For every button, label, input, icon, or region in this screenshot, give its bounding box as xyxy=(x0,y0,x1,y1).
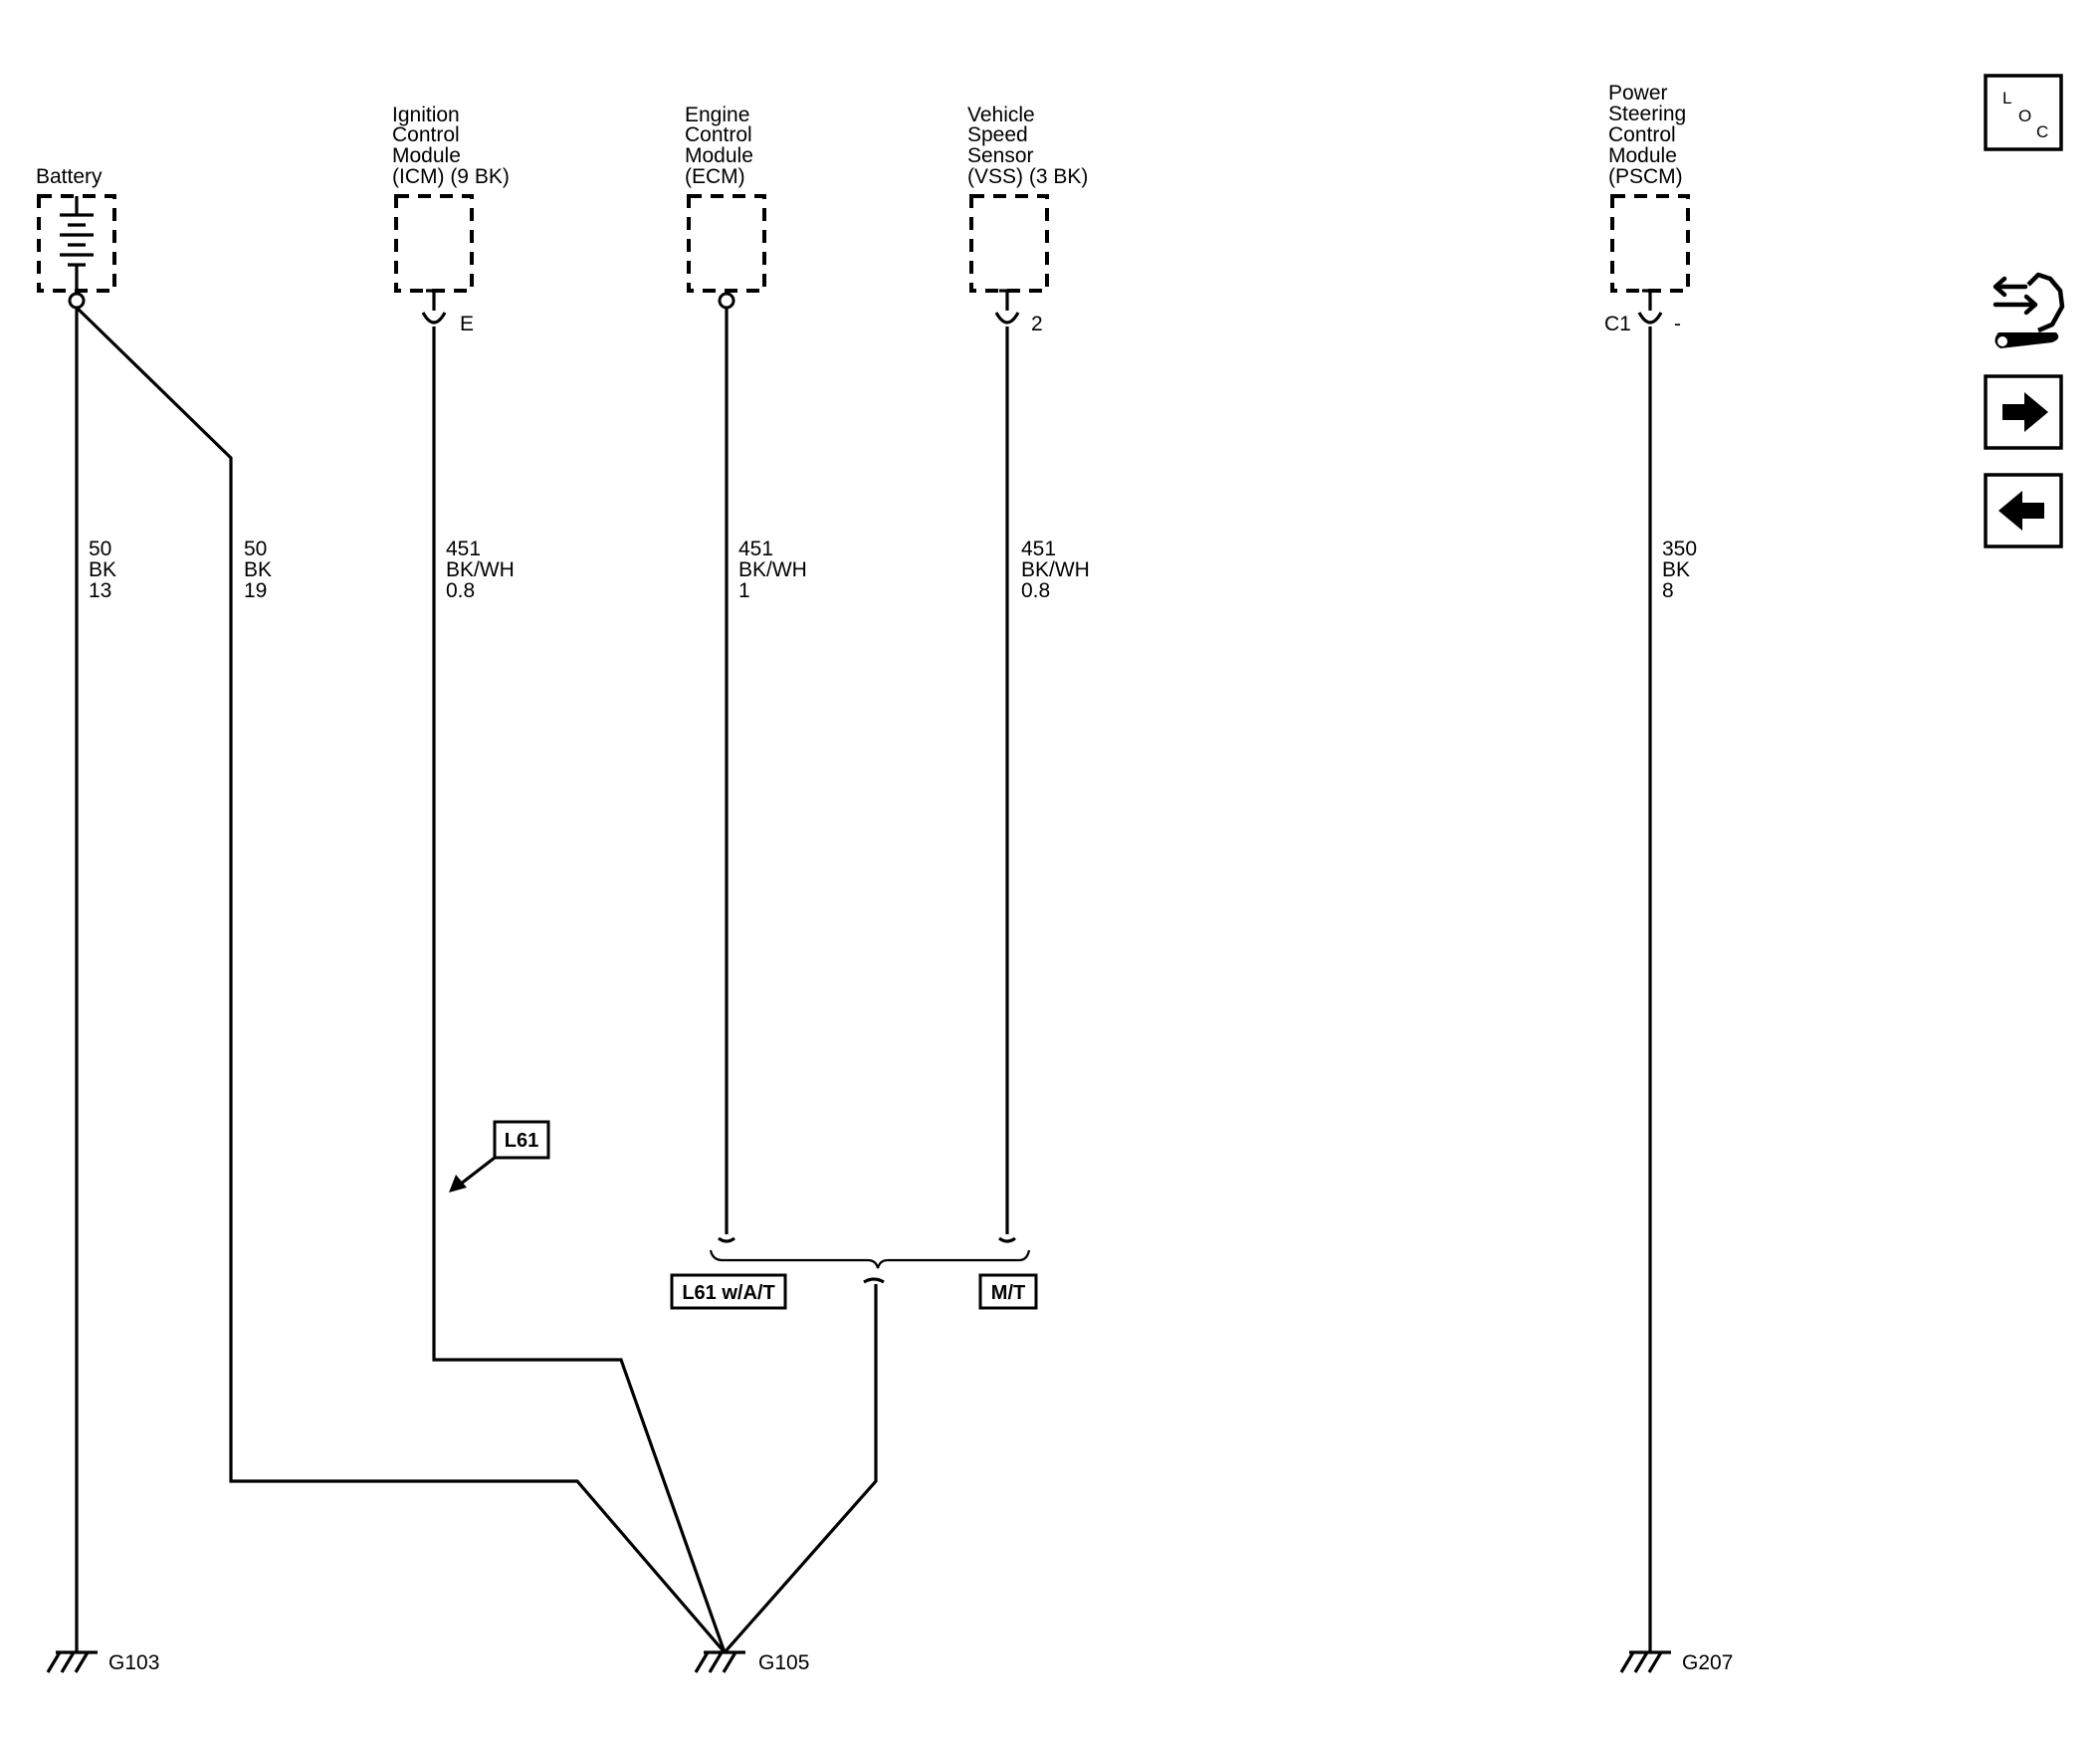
ground-icon xyxy=(694,1650,745,1673)
battery-terminal xyxy=(68,292,86,310)
ground-icon xyxy=(1619,1650,1671,1673)
wire-icm-size: 0.8 xyxy=(446,579,475,602)
ground-g105: G105 xyxy=(694,1650,809,1674)
ground-icon xyxy=(46,1650,98,1673)
battery-symbol-icon xyxy=(60,196,94,291)
wire-labels: 50 BK 13 50 BK 19 451 BK/WH 0.8 451 BK/W… xyxy=(89,538,1697,602)
loc-button[interactable]: L O C xyxy=(1984,74,2063,151)
vss-pin-label: 2 xyxy=(1031,313,1043,335)
ecm-label-line1: Engine xyxy=(685,104,749,126)
arrow-left-icon xyxy=(1998,491,2044,531)
wire-battery-g105 xyxy=(75,306,727,1654)
wire-pscm-circuit: 350 xyxy=(1662,538,1697,560)
pscm-connector-icon xyxy=(1637,289,1663,325)
wire-ecm-circuit: 451 xyxy=(738,538,773,560)
wires xyxy=(75,306,1652,1654)
wire-battery-b-circuit: 50 xyxy=(244,538,267,560)
wire-battery-b-color: BK xyxy=(244,558,272,581)
loc-letter-c: C xyxy=(2036,122,2048,141)
pscm-component: Power Steering Control Module (PSCM) C1 … xyxy=(1604,82,1690,335)
component-service-icon[interactable] xyxy=(1993,272,2065,348)
ecm-label-line2: Control xyxy=(685,123,752,146)
ground-g103-label: G103 xyxy=(108,1651,159,1674)
ground-g207: G207 xyxy=(1619,1650,1733,1674)
wire-vss-color: BK/WH xyxy=(1021,558,1090,581)
icm-label-line1: Ignition xyxy=(392,104,460,126)
wire-common-g105 xyxy=(723,1284,878,1654)
option-brace-icon xyxy=(709,1236,1031,1284)
ground-g207-label: G207 xyxy=(1682,1651,1733,1674)
wire-pscm-size: 8 xyxy=(1662,579,1674,602)
vss-component: Vehicle Speed Sensor (VSS) (3 BK) 2 xyxy=(967,104,1088,335)
ecm-label-line3: Module xyxy=(685,144,753,167)
wire-pscm-color: BK xyxy=(1662,558,1690,581)
wire-icm-g105 xyxy=(432,326,727,1653)
wire-battery-b-size: 19 xyxy=(244,579,267,602)
option-l61-at-box: L61 w/A/T xyxy=(670,1273,787,1310)
wire-vss-circuit: 451 xyxy=(1021,538,1056,560)
option-l61-callout: L61 xyxy=(449,1120,550,1193)
wire-vss-size: 0.8 xyxy=(1021,579,1050,602)
loc-letter-l: L xyxy=(2002,89,2011,108)
pscm-label-line5: (PSCM) xyxy=(1608,165,1683,188)
wire-ecm-size: 1 xyxy=(738,579,750,602)
icm-label-line3: Module xyxy=(392,144,461,167)
pscm-pin-label: - xyxy=(1674,313,1681,335)
next-page-button[interactable] xyxy=(1984,374,2063,450)
vss-label-line3: Sensor xyxy=(967,144,1034,167)
pscm-label-line2: Steering xyxy=(1608,103,1686,125)
wire-icm-color: BK/WH xyxy=(446,558,515,581)
wire-battery-a-color: BK xyxy=(89,558,116,581)
ground-g103: G103 xyxy=(46,1650,159,1674)
wire-battery-a-circuit: 50 xyxy=(89,538,111,560)
wire-battery-a-size: 13 xyxy=(89,579,111,602)
icm-pin-label: E xyxy=(460,313,474,335)
option-l61-label: L61 xyxy=(505,1130,538,1152)
callout-arrow-icon xyxy=(449,1175,467,1193)
arrow-right-icon xyxy=(2002,392,2048,432)
battery-label: Battery xyxy=(36,165,103,188)
wire-ecm-color: BK/WH xyxy=(738,558,807,581)
icm-label-line2: Control xyxy=(392,123,460,146)
pscm-label-line1: Power xyxy=(1608,82,1668,105)
pscm-label-line3: Control xyxy=(1608,123,1676,146)
icm-component: Ignition Control Module (ICM) (9 BK) E xyxy=(392,104,510,335)
pscm-label-line4: Module xyxy=(1608,144,1677,167)
option-mt-label: M/T xyxy=(991,1282,1025,1304)
ecm-terminal xyxy=(718,292,735,310)
vss-label-line1: Vehicle xyxy=(967,104,1035,126)
ecm-label-line4: (ECM) xyxy=(685,165,745,188)
previous-page-button[interactable] xyxy=(1984,473,2063,548)
option-l61-at-label: L61 w/A/T xyxy=(682,1282,774,1304)
vss-connector-icon xyxy=(994,289,1020,325)
battery-component: Battery xyxy=(36,165,116,310)
ecm-component: Engine Control Module (ECM) xyxy=(685,104,766,310)
vss-label-line2: Speed xyxy=(967,123,1028,146)
option-mt-box: M/T xyxy=(978,1273,1038,1310)
loc-letter-o: O xyxy=(2018,107,2031,125)
icm-label-line4: (ICM) (9 BK) xyxy=(392,165,510,188)
pscm-connector-label: C1 xyxy=(1604,313,1631,335)
icm-connector-icon xyxy=(421,289,447,325)
wire-icm-circuit: 451 xyxy=(446,538,481,560)
ground-g105-label: G105 xyxy=(758,1651,809,1674)
vss-label-line4: (VSS) (3 BK) xyxy=(967,165,1088,188)
